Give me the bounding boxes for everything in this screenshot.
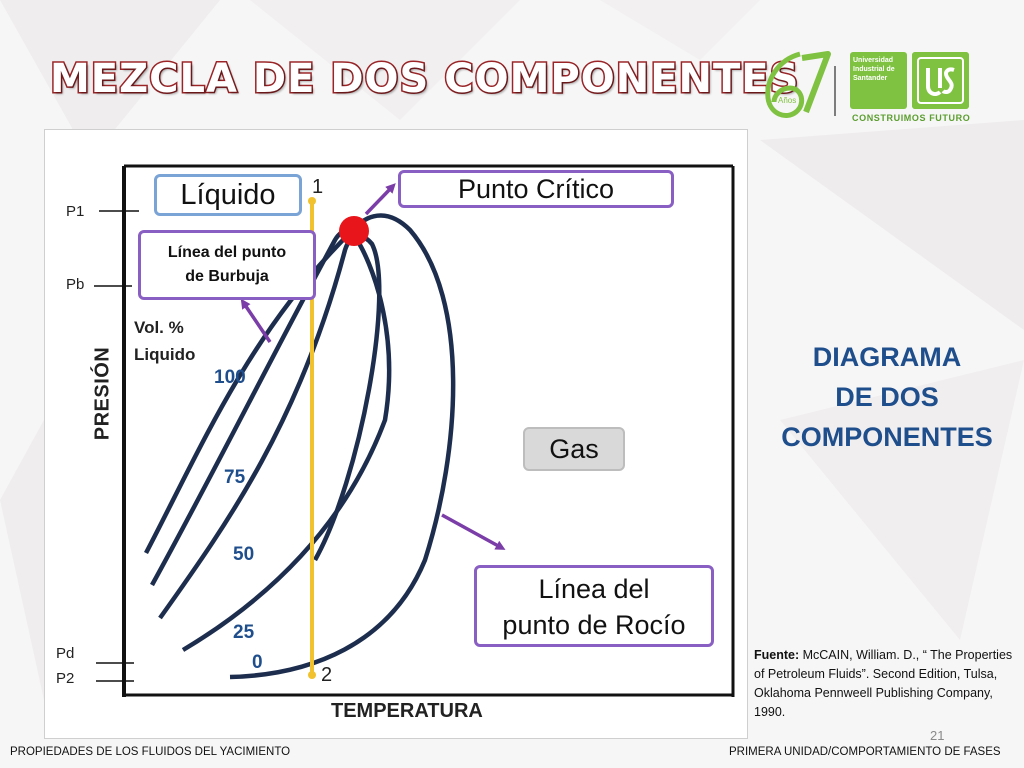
- anniversary-logo: Años: [765, 51, 836, 118]
- uis-monogram-logo: [912, 52, 969, 109]
- pd-label: Pd: [56, 645, 75, 662]
- slide-title: MEZCLA DE DOS COMPONENTES: [48, 55, 800, 104]
- side-title: DIAGRAMA DE DOS COMPONENTES: [772, 337, 1002, 457]
- dew-line-label-1: Línea del: [538, 574, 650, 604]
- quality-75-label: 75: [224, 467, 246, 488]
- pb-label: Pb: [66, 276, 85, 293]
- y-axis-label: PRESIÓN: [91, 346, 114, 441]
- bubble-line-label-1: Línea del punto: [167, 244, 287, 261]
- x-axis-label: TEMPERATURA: [331, 700, 483, 722]
- source-citation: Fuente: McCAIN, William. D., “ The Prope…: [754, 646, 1016, 722]
- source-prefix: Fuente:: [754, 648, 800, 662]
- bubble-line-label-2: de Burbuja: [185, 268, 269, 285]
- point-2-marker: [308, 671, 316, 679]
- quality-0-label: 0: [252, 652, 263, 673]
- dew-point-curve: [229, 213, 456, 680]
- source-text: McCAIN, William. D., “ The Properties of…: [754, 648, 1013, 719]
- liquid-volume-label-2: Liquido: [134, 345, 196, 364]
- quality-50-label: 50: [233, 544, 255, 565]
- quality-25-label: 25: [233, 622, 255, 643]
- point-1-marker: [308, 197, 316, 205]
- side-title-line-3: COMPONENTES: [781, 422, 993, 452]
- p1-label: P1: [66, 203, 85, 220]
- p2-label: P2: [56, 670, 75, 687]
- liquid-volume-label: Vol. % Liquido: [134, 314, 195, 368]
- critical-point-box: Punto Crítico: [398, 170, 674, 208]
- footer-left: PROPIEDADES DE LOS FLUIDOS DEL YACIMIENT…: [10, 746, 291, 758]
- gas-region-box: Gas: [523, 427, 625, 471]
- footer-right: PRIMERA UNIDAD/COMPORTAMIENTO DE FASES: [729, 746, 1001, 758]
- bubble-line-box: Línea del punto de Burbuja: [138, 230, 316, 300]
- gas-region-label: Gas: [549, 434, 599, 464]
- dew-line-box: Línea del punto de Rocío: [474, 565, 714, 647]
- quality-100-label: 100: [214, 367, 246, 388]
- critical-point-arrow: [364, 183, 396, 216]
- critical-point: [339, 216, 369, 246]
- anniversary-word: Años: [778, 96, 796, 105]
- university-logo: Universidad Industrial de Santander: [850, 52, 907, 109]
- dew-line-arrow: [441, 513, 506, 550]
- quality-25-curve: [181, 238, 392, 652]
- liquid-region-label: Líquido: [180, 179, 276, 211]
- side-title-line-1: DIAGRAMA: [812, 342, 962, 372]
- point-2-label: 2: [321, 664, 333, 686]
- point-1-label: 1: [312, 176, 324, 198]
- liquid-volume-label-1: Vol. %: [134, 318, 184, 337]
- university-slogan: CONSTRUIMOS FUTURO: [852, 113, 971, 123]
- liquid-region-box: Líquido: [154, 174, 302, 216]
- side-title-line-2: DE DOS: [835, 382, 939, 412]
- critical-point-label: Punto Crítico: [457, 174, 615, 204]
- bubble-line-arrow: [240, 298, 272, 343]
- page-number: 21: [930, 728, 945, 743]
- dew-line-label-2: punto de Rocío: [502, 610, 686, 640]
